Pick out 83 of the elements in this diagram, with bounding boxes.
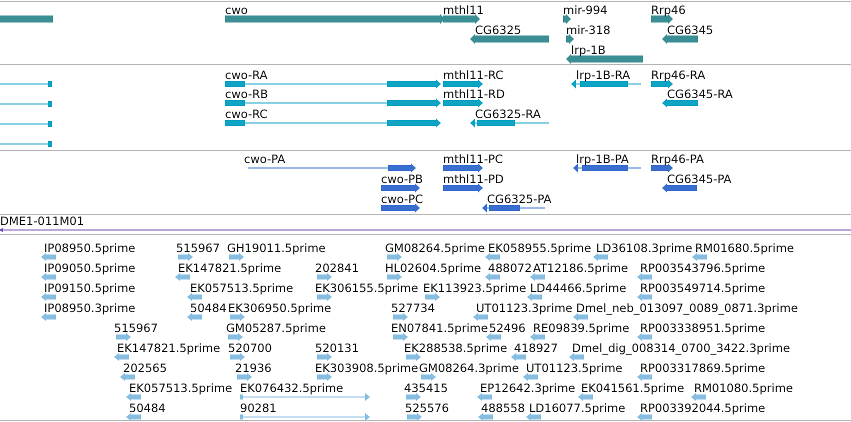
feature-label: RP003543796.5prime (640, 261, 766, 275)
feature-label: EK041561.5prime (581, 381, 684, 395)
feature-label: RP003549714.5prime (640, 281, 766, 295)
feature-label: cwo-RA (225, 68, 268, 82)
feature-label: HL02604.5prime (385, 261, 482, 275)
feature-label: RM01680.5prime (695, 241, 794, 255)
feature-label: AT12186.5prime (533, 261, 628, 275)
feature-label: CG6345 (667, 23, 714, 37)
feature-label: cwo-PB (381, 172, 423, 186)
feature-label: RE09839.5prime (533, 321, 630, 335)
feature-label: cwo-PA (244, 152, 286, 166)
feature-label: cwo-PC (381, 192, 424, 206)
feature-label: cwo-RB (225, 87, 268, 101)
feature-label: RP003392044.5prime (640, 401, 766, 415)
feature-label: CG6325-PA (487, 192, 552, 206)
feature-label: IP09150.5prime (44, 281, 136, 295)
feature-label: 525576 (405, 401, 449, 415)
feature-label: UT01123.3prime (476, 301, 572, 315)
feature-label: 488072 (488, 261, 532, 275)
feature-label: 520700 (228, 341, 272, 355)
feature-label: 435415 (404, 381, 448, 395)
feature-label: EK147821.5prime (117, 341, 220, 355)
feature-label: 202565 (123, 361, 167, 375)
feature-label: EK306950.5prime (228, 301, 332, 315)
feature-label: 50484 (190, 301, 227, 315)
feature-label: CG6345-PA (667, 172, 732, 186)
feature-label: EK303908.5prime (315, 361, 418, 375)
feature-label: 488558 (481, 401, 525, 415)
feature-label: EK147821.5prime (178, 261, 282, 275)
feature-label: 90281 (240, 401, 277, 415)
feature-label: lrp-1B-PA (576, 152, 629, 166)
feature-label: mthl11-PD (443, 172, 504, 186)
feature-label: GM08264.5prime (385, 241, 485, 255)
feature-label: RP003317869.5prime (640, 361, 766, 375)
feature-label: lrp-1B-RA (576, 68, 630, 82)
feature-label: EK113923.5prime (423, 281, 526, 295)
feature-label: 515967 (114, 321, 158, 335)
feature-label: cwo (225, 3, 248, 17)
feature-label: Rrp46-PA (651, 152, 704, 166)
feature-label: 52496 (489, 321, 526, 335)
feature-label: EK057513.5prime (129, 381, 232, 395)
feature-label: DME1-011M01 (0, 214, 84, 228)
feature-label: LD36108.3prime (596, 241, 692, 255)
feature-label: IP08950.5prime (44, 241, 136, 255)
feature-label: EK306155.5prime (315, 281, 418, 295)
feature-label: IP08950.3prime (44, 301, 136, 315)
feature-label: EK288538.5prime (404, 341, 508, 355)
feature-label: Dmel_dig_008314_0700_3422.3prime (572, 341, 790, 355)
feature-label: 202841 (315, 261, 359, 275)
feature-label: CG6325 (475, 23, 522, 37)
feature-label: lrp-1B (571, 43, 606, 57)
feature-label: mthl11-RD (443, 87, 505, 101)
feature-label: 50484 (129, 401, 166, 415)
feature-label: GM05287.5prime (226, 321, 326, 335)
feature-label: mthl11 (443, 3, 484, 17)
feature-label: UT01123.5prime (526, 361, 622, 375)
feature-label: Dmel_neb_013097_0089_0871.3prime (576, 301, 798, 315)
feature-label: mir-994 (563, 3, 608, 17)
feature-label: 515967 (176, 241, 220, 255)
feature-label: EK058955.5prime (488, 241, 592, 255)
feature-label: Rrp46 (651, 3, 686, 17)
feature-label: EK057513.5prime (190, 281, 294, 295)
feature-label: mthl11-PC (443, 152, 503, 166)
feature-label: CG6325-RA (475, 107, 541, 121)
feature-label: LD16077.5prime (529, 401, 626, 415)
feature-label: mir-318 (566, 23, 610, 37)
feature-label: LD44466.5prime (530, 281, 626, 295)
feature-label: cwo-RC (225, 107, 268, 121)
feature-label: GH19011.5prime (227, 241, 326, 255)
feature-label: 520131 (315, 341, 359, 355)
feature-label: EN07841.5prime (391, 321, 488, 335)
feature-label: mthl11-RC (443, 68, 504, 82)
feature-label: EK076432.5prime (240, 381, 344, 395)
feature-label: 527734 (391, 301, 435, 315)
feature-label: Rrp46-RA (651, 68, 706, 82)
feature-label: CG6345-RA (667, 87, 733, 101)
feature-label: 418927 (514, 341, 558, 355)
feature-label: EP12642.3prime (480, 381, 576, 395)
feature-label: 21936 (235, 361, 272, 375)
feature-label: RM01080.5prime (694, 381, 793, 395)
feature-label: IP09050.5prime (44, 261, 136, 275)
feature-label: RP003338951.5prime (640, 321, 766, 335)
feature-label: GM08264.3prime (419, 361, 519, 375)
